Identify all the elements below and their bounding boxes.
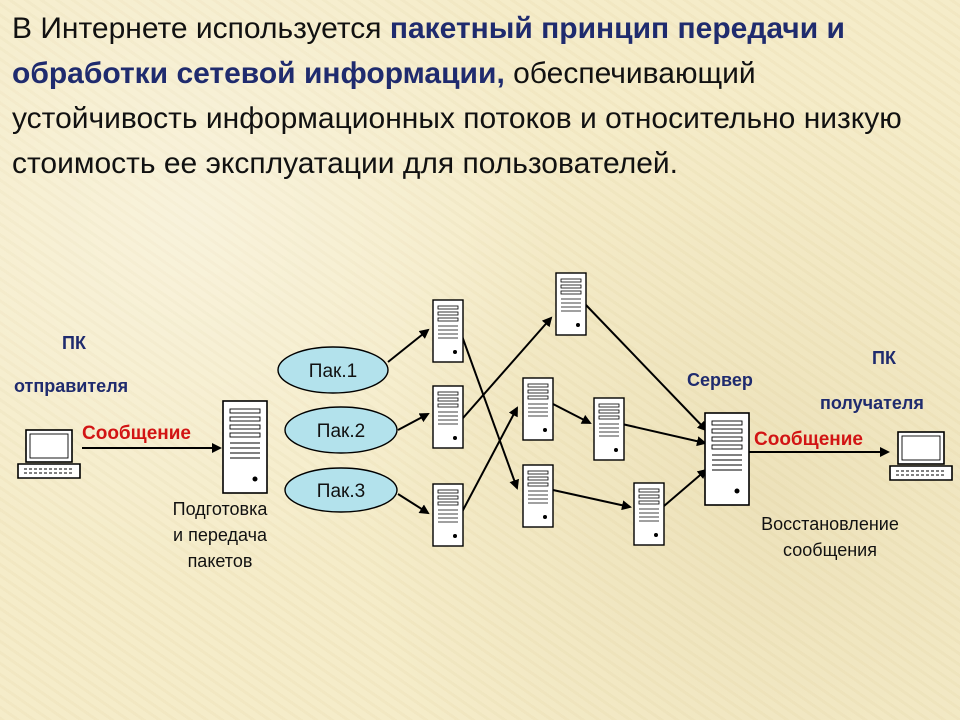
router-tower-icon — [593, 397, 625, 461]
headline-part1: В Интернете используется — [12, 12, 390, 45]
link-r2-to-rtop — [462, 316, 553, 419]
link-pak1-to-r1 — [387, 328, 430, 363]
packet-3-label: Пак.3 — [317, 481, 365, 502]
prep-caption-line3: пакетов — [187, 551, 253, 571]
link-pak3-to-r3 — [397, 493, 430, 515]
router-tower-icon — [555, 272, 587, 336]
sender-computer-icon — [17, 429, 81, 479]
link-r5-to-r7 — [552, 489, 632, 511]
receiver-computer-icon — [889, 431, 953, 481]
router-tower-icon — [432, 385, 464, 449]
router-tower-icon — [633, 482, 665, 546]
link-r4-to-r6 — [552, 403, 592, 424]
link-pak2-to-r2 — [397, 413, 430, 431]
link-r7-to-server — [663, 468, 708, 507]
prep-caption-line1: Подготовка — [172, 499, 268, 519]
router-tower-icon — [522, 377, 554, 441]
destination-server-tower-icon — [704, 412, 750, 506]
server-label: Сервер — [687, 370, 753, 390]
sender-server-tower-icon — [222, 400, 268, 494]
receiver-role-label: получателя — [820, 393, 924, 413]
server-message-label: Сообщение — [754, 429, 863, 450]
packet-2-label: Пак.2 — [317, 421, 365, 442]
receiver-pk-label: ПК — [872, 348, 896, 368]
prep-caption-line2: и передача — [173, 525, 267, 545]
router-tower-icon — [522, 464, 554, 528]
headline-highlight: пакетный принцип передачи и обработки се… — [12, 12, 845, 90]
packet-2: Пак.2 — [284, 406, 398, 454]
headline-part2: обеспечивающий устойчивость информационн… — [12, 57, 902, 180]
restore-caption: Восстановление сообщения — [740, 511, 920, 563]
sender-role-label: отправителя — [14, 376, 129, 396]
router-tower-icon — [432, 483, 464, 547]
packet-1: Пак.1 — [277, 346, 389, 394]
restore-caption-line2: сообщения — [783, 540, 877, 560]
sender-message-label: Сообщение — [82, 423, 191, 444]
link-r6-to-server — [621, 423, 707, 447]
link-r1-to-r5 — [461, 335, 519, 490]
link-r3-to-r4 — [461, 406, 518, 513]
packet-1-label: Пак.1 — [309, 361, 357, 382]
link-rtop-to-server — [584, 303, 708, 432]
prep-caption: Подготовка и передача пакетов — [150, 496, 290, 574]
packet-3: Пак.3 — [284, 467, 398, 513]
connection-lines — [82, 303, 890, 515]
sender-pk-label: ПК — [62, 333, 86, 353]
restore-caption-line1: Восстановление — [761, 514, 899, 534]
router-tower-icon — [432, 299, 464, 363]
headline-text: В Интернете используется пакетный принци… — [12, 6, 942, 186]
